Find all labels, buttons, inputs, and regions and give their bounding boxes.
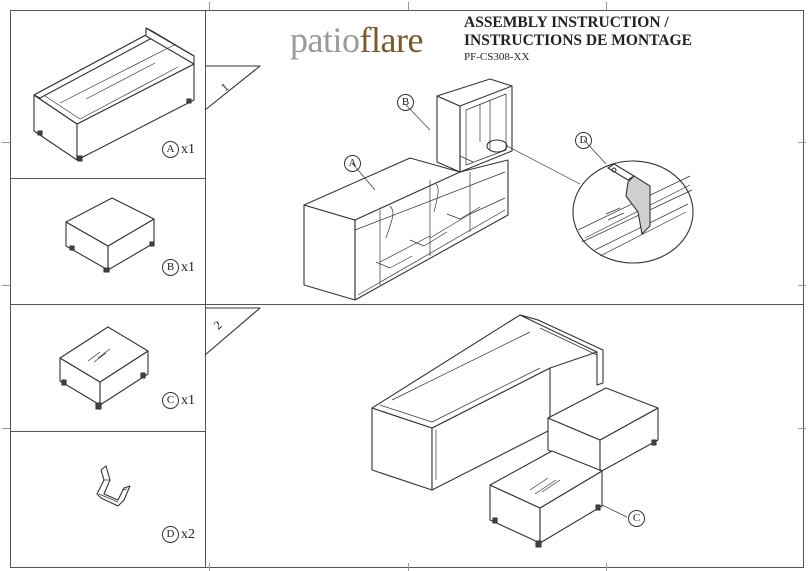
- brand-part-1: patio: [290, 20, 360, 60]
- edge-tick: [2, 428, 10, 429]
- edge-tick: [209, 563, 210, 571]
- edge-tick: [798, 428, 806, 429]
- part-letter-a: A: [162, 141, 179, 158]
- title-line-2: INSTRUCTIONS DE MONTAGE: [464, 32, 692, 49]
- document-title: ASSEMBLY INSTRUCTION / INSTRUCTIONS DE M…: [464, 14, 692, 50]
- edge-tick: [798, 285, 806, 286]
- callout-b-step1: B: [397, 94, 414, 111]
- part-qty-a: x1: [181, 141, 195, 157]
- callout-letter: A: [344, 155, 361, 172]
- callout-c-step2: C: [628, 510, 645, 527]
- part-a-sofa-drawing: [33, 27, 195, 162]
- parts-column-divider: [205, 10, 206, 568]
- part-qty-b: x1: [181, 259, 195, 275]
- callout-letter: C: [628, 510, 645, 527]
- step-2-assembly-drawing: [371, 314, 659, 548]
- edge-tick: [606, 563, 607, 571]
- parts-divider-3: [10, 431, 205, 432]
- part-d-clip-drawing: [96, 465, 131, 507]
- model-code: PF-CS308-XX: [464, 51, 530, 63]
- part-b-ottoman-drawing: [65, 197, 155, 273]
- callout-letter: D: [575, 132, 592, 149]
- edge-tick: [408, 2, 409, 10]
- part-letter-d: D: [162, 526, 179, 543]
- edge-tick: [606, 2, 607, 10]
- part-letter-c: C: [162, 392, 179, 409]
- edge-tick: [209, 2, 210, 10]
- edge-tick: [798, 142, 806, 143]
- part-qty-c: x1: [181, 392, 195, 408]
- part-c-table-drawing: [59, 326, 149, 410]
- step-1-marker: [204, 65, 261, 111]
- callout-letter: B: [397, 94, 414, 111]
- part-letter-b: B: [162, 259, 179, 276]
- title-line-1: ASSEMBLY INSTRUCTION /: [464, 14, 669, 31]
- part-qty-d: x2: [181, 526, 195, 542]
- edge-tick: [2, 285, 10, 286]
- step-1-detail-view: [572, 160, 694, 264]
- brand-part-2: flare: [359, 20, 423, 60]
- page-frame: [10, 10, 804, 568]
- brand-logo: patioflare: [290, 20, 423, 60]
- step-1-frame-drawing: [303, 78, 607, 301]
- callout-a-step1: A: [344, 155, 361, 172]
- edge-tick: [408, 563, 409, 571]
- parts-divider-2: [10, 304, 804, 305]
- parts-divider-1: [10, 178, 205, 179]
- step-2-marker: [204, 307, 261, 356]
- callout-d-step1: D: [575, 132, 592, 149]
- edge-tick: [2, 142, 10, 143]
